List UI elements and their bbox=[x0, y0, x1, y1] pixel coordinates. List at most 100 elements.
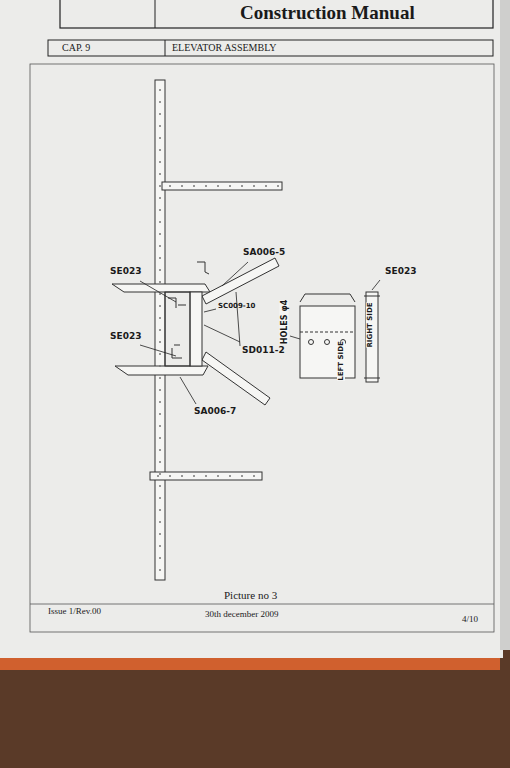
rivet-hole bbox=[159, 377, 161, 379]
rivet-hole bbox=[159, 353, 161, 355]
leader bbox=[180, 377, 196, 404]
rib-lower bbox=[150, 472, 262, 480]
rivet-hole bbox=[217, 185, 219, 187]
rivet-hole bbox=[159, 257, 161, 259]
rivet-hole bbox=[159, 281, 161, 283]
bracket-lower bbox=[172, 345, 182, 358]
rivet-hole bbox=[159, 185, 161, 187]
SA006-5-bar bbox=[202, 258, 279, 304]
rivet-hole bbox=[159, 449, 161, 451]
rivet-hole bbox=[205, 475, 207, 477]
hole bbox=[309, 340, 314, 345]
rivet-hole bbox=[217, 475, 219, 477]
footer-text: 30th december 2009 bbox=[205, 609, 278, 619]
part-label: SA006-7 bbox=[194, 406, 236, 416]
header-cell: CAP. 9 bbox=[62, 42, 90, 53]
rivet-hole bbox=[159, 497, 161, 499]
part-end bbox=[364, 378, 380, 379]
rivet-hole bbox=[159, 161, 161, 163]
rivet-hole bbox=[241, 475, 243, 477]
table-ground bbox=[0, 640, 510, 768]
rivet-hole bbox=[159, 269, 161, 271]
leader bbox=[140, 345, 176, 356]
rivet-hole bbox=[159, 401, 161, 403]
spar bbox=[155, 80, 165, 580]
part-label: SE023 bbox=[385, 266, 416, 276]
chapter-box bbox=[48, 40, 493, 56]
rivet-hole bbox=[169, 185, 171, 187]
leader bbox=[236, 292, 240, 346]
header-box bbox=[60, 0, 493, 28]
part-label: SC009-10 bbox=[218, 302, 255, 310]
rivet-hole bbox=[159, 341, 161, 343]
rivet-holes bbox=[157, 89, 279, 571]
footer-text: Issue 1/Rev.00 bbox=[48, 606, 101, 616]
SD011-2-bar bbox=[190, 292, 202, 366]
rivet-hole bbox=[253, 475, 255, 477]
rivet-hole bbox=[159, 329, 161, 331]
part-end bbox=[364, 296, 380, 297]
detail-channel bbox=[300, 294, 355, 302]
rivet-hole bbox=[181, 475, 183, 477]
rib-upper bbox=[162, 182, 282, 190]
SC009-10-web bbox=[165, 292, 190, 366]
part-label: HOLES φ4 bbox=[280, 300, 289, 344]
rivet-hole bbox=[159, 221, 161, 223]
rivet-hole bbox=[159, 197, 161, 199]
bracket-upper bbox=[168, 298, 186, 308]
rivet-hole bbox=[159, 485, 161, 487]
rivet-hole bbox=[159, 245, 161, 247]
rivet-hole bbox=[277, 185, 279, 187]
rivet-hole bbox=[159, 233, 161, 235]
leader bbox=[140, 281, 176, 302]
page-ground bbox=[0, 0, 503, 658]
header-divider bbox=[155, 0, 156, 28]
rivet-hole bbox=[229, 475, 231, 477]
rivet-hole bbox=[159, 125, 161, 127]
rivet-hole bbox=[159, 113, 161, 115]
rivet-hole bbox=[169, 475, 171, 477]
rivet-hole bbox=[159, 209, 161, 211]
leader bbox=[204, 325, 240, 342]
footer-line bbox=[30, 604, 494, 605]
leader-lines bbox=[140, 262, 380, 404]
rivet-hole bbox=[159, 425, 161, 427]
rivet-hole bbox=[159, 389, 161, 391]
rivet-hole bbox=[159, 365, 161, 367]
rivet-hole bbox=[205, 185, 207, 187]
leader bbox=[222, 262, 248, 286]
SA006-7-bar bbox=[202, 352, 270, 405]
part-label: LEFT SIDE bbox=[337, 341, 345, 380]
rivet-hole bbox=[159, 317, 161, 319]
SE023-part bbox=[366, 292, 378, 382]
detail-drawing bbox=[300, 292, 380, 382]
leader bbox=[204, 309, 216, 312]
rivet-hole bbox=[159, 461, 161, 463]
channel-icon bbox=[197, 262, 209, 274]
picture-caption: Picture no 3 bbox=[224, 589, 277, 601]
rivet-hole bbox=[159, 557, 161, 559]
part-label: RIGHT SIDE bbox=[366, 302, 374, 347]
lower-plate bbox=[115, 366, 208, 375]
rivet-hole bbox=[159, 437, 161, 439]
rivet-hole bbox=[241, 185, 243, 187]
page-edge bbox=[500, 0, 510, 650]
rivet-hole bbox=[193, 475, 195, 477]
part-label: SE023 bbox=[110, 331, 141, 341]
rivet-hole bbox=[159, 173, 161, 175]
footer-text: 4/10 bbox=[462, 614, 478, 624]
rivet-hole bbox=[229, 185, 231, 187]
rivet-hole bbox=[159, 509, 161, 511]
rivet-hole bbox=[159, 149, 161, 151]
rivet-hole bbox=[159, 569, 161, 571]
spar-drawing bbox=[112, 80, 282, 580]
rivet-hole bbox=[193, 185, 195, 187]
center-line bbox=[300, 332, 355, 333]
rivet-hole bbox=[159, 89, 161, 91]
rivet-hole bbox=[157, 475, 159, 477]
detail-plate bbox=[300, 306, 355, 378]
rivet-hole bbox=[159, 473, 161, 475]
rivet-hole bbox=[159, 305, 161, 307]
rivet-hole bbox=[159, 413, 161, 415]
